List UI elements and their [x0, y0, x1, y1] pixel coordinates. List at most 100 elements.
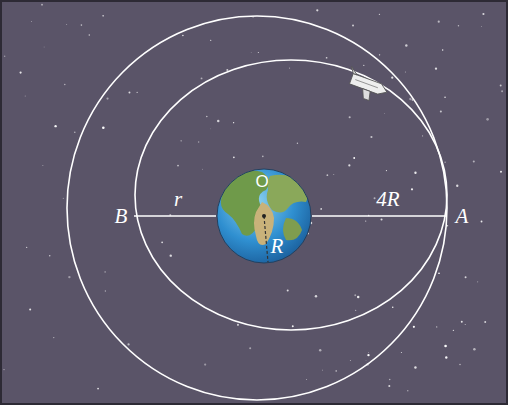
star: [445, 356, 447, 358]
star: [461, 321, 463, 323]
star: [102, 126, 105, 129]
star: [3, 369, 4, 370]
star: [25, 95, 26, 96]
star: [20, 71, 22, 73]
star: [97, 388, 99, 390]
star: [414, 366, 416, 368]
star: [456, 185, 458, 187]
star: [316, 9, 318, 11]
star: [365, 220, 366, 221]
earth: [217, 150, 311, 263]
star: [177, 165, 179, 167]
star: [81, 24, 83, 26]
star: [384, 112, 386, 114]
point-label: B: [115, 206, 128, 227]
star: [414, 172, 416, 174]
star: [438, 21, 440, 23]
star: [357, 296, 360, 299]
star: [198, 141, 200, 143]
star: [381, 218, 383, 220]
star: [436, 326, 437, 327]
star: [465, 276, 467, 278]
star: [442, 49, 443, 50]
star: [49, 255, 51, 257]
star: [297, 142, 298, 143]
star: [438, 272, 440, 274]
star: [444, 162, 445, 163]
star: [350, 360, 351, 361]
star: [201, 168, 203, 170]
star: [363, 65, 364, 66]
star: [500, 171, 502, 173]
elliptical-orbit: [135, 60, 447, 330]
star: [287, 290, 289, 292]
star: [181, 140, 182, 141]
star: [233, 122, 234, 123]
star: [89, 34, 90, 35]
star: [365, 360, 367, 362]
star: [349, 116, 351, 118]
star: [391, 77, 393, 79]
star: [210, 128, 212, 130]
star: [102, 15, 104, 17]
star: [306, 379, 307, 380]
star: [292, 325, 294, 327]
star: [353, 157, 355, 159]
distance-label: r: [174, 189, 182, 210]
star: [411, 188, 413, 190]
star: [400, 351, 402, 353]
star: [104, 271, 105, 272]
star: [29, 308, 31, 310]
star: [458, 25, 459, 26]
star: [201, 78, 203, 80]
star: [444, 97, 445, 98]
star: [26, 247, 27, 248]
star: [66, 24, 68, 26]
star: [355, 310, 356, 311]
star: [404, 71, 406, 73]
star: [289, 68, 290, 69]
star: [170, 254, 172, 256]
star: [4, 56, 6, 58]
star: [409, 98, 411, 100]
star: [42, 165, 43, 166]
star: [68, 276, 70, 278]
star: [453, 330, 454, 331]
star: [250, 51, 252, 53]
star: [105, 290, 106, 291]
star: [262, 156, 264, 158]
star: [392, 306, 394, 308]
star: [43, 46, 45, 48]
star: [422, 135, 423, 136]
star: [500, 85, 502, 87]
star: [484, 321, 486, 323]
star: [161, 241, 163, 243]
point-label: A: [456, 206, 469, 227]
star: [137, 92, 138, 93]
star: [319, 349, 321, 351]
star: [53, 337, 54, 338]
center-label: O: [255, 173, 268, 190]
star: [465, 324, 466, 325]
star: [370, 136, 372, 138]
star: [379, 14, 380, 15]
star: [237, 324, 239, 326]
star: [348, 164, 350, 166]
star: [62, 197, 64, 199]
star: [352, 24, 354, 26]
star: [386, 170, 387, 171]
star: [354, 294, 356, 296]
star: [182, 35, 183, 36]
star: [204, 363, 206, 365]
star: [459, 364, 460, 365]
star: [477, 281, 478, 282]
star: [473, 348, 476, 351]
axis-line-right: [312, 215, 447, 216]
star: [206, 116, 207, 117]
star: [413, 326, 415, 328]
star: [258, 52, 259, 53]
circular-orbit: [67, 16, 447, 400]
